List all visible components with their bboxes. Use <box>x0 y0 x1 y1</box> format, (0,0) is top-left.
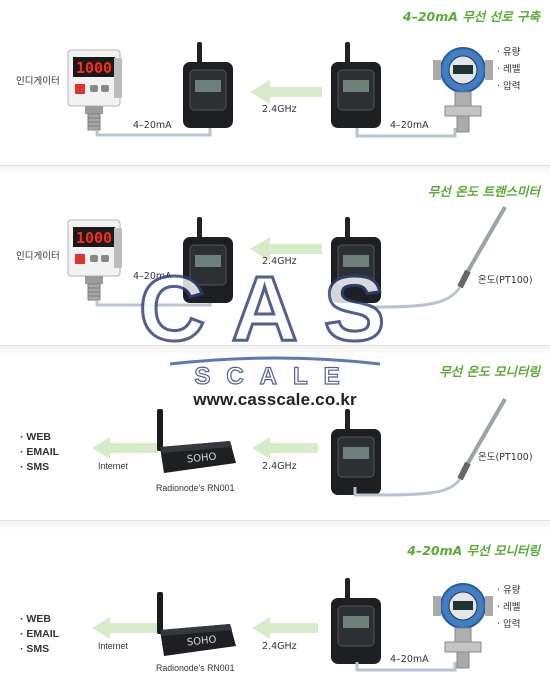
indicator-display-text: 1000 <box>76 59 112 77</box>
internet-label: Internet <box>98 641 128 651</box>
measurement-item: · 레벨 <box>497 64 521 75</box>
service-item: · SMS <box>20 461 50 473</box>
panel-wireless-temperature-monitoring: 무선 온도 모니터링 · WEB · EMAIL · SMS Internet … <box>0 355 550 520</box>
indicator-display-text: 1000 <box>76 229 112 247</box>
watermark-url: www.casscale.co.kr <box>193 390 357 409</box>
arrow-left-icon <box>252 617 318 639</box>
measurement-list: · 유량 · 레벨 · 압력 <box>497 582 521 633</box>
panel-title: 무선 온도 트랜스미터 <box>427 184 540 199</box>
section-divider <box>0 520 550 530</box>
panel-4-20ma-wireless-line: 4–20mA 무선 선로 구축 인디게이터 1000 4–20mA 2.4GHz <box>0 0 550 165</box>
indicator-label: 인디게이터 <box>16 76 60 87</box>
service-item: · EMAIL <box>20 628 60 640</box>
pressure-transmitter-icon <box>433 583 493 669</box>
measurement-item: · 유량 <box>497 47 521 58</box>
section-divider <box>0 165 550 175</box>
panel-4-20ma-wireless-monitoring: 4–20mA 무선 모니터링 · WEB · EMAIL · SMS Inter… <box>0 530 550 678</box>
measurement-item: · 압력 <box>497 619 521 630</box>
sensor-label: 온도(PT100) <box>478 275 533 286</box>
wireless-receiver-icon <box>183 42 233 128</box>
wireless-transmitter-icon <box>331 409 381 495</box>
arrow-left-icon <box>250 237 322 261</box>
gateway-brand-text: SOHO <box>186 451 217 465</box>
gateway-brand-text: SOHO <box>186 634 217 648</box>
indicator-device-icon: 1000 <box>67 219 122 301</box>
measurement-item: · 압력 <box>497 81 521 92</box>
indicator-device-icon: 1000 <box>67 49 122 131</box>
indicator-label: 인디게이터 <box>16 251 60 262</box>
section-divider <box>0 345 550 355</box>
temperature-probe-icon <box>353 397 507 497</box>
link-label-mid: 2.4GHz <box>262 461 297 472</box>
internet-label: Internet <box>98 461 128 471</box>
link-label-mid: 2.4GHz <box>262 104 297 115</box>
service-item: · WEB <box>20 613 51 625</box>
link-label-right: 4–20mA <box>390 120 429 131</box>
measurement-item: · 유량 <box>497 585 521 596</box>
notification-services-list: · WEB · EMAIL · SMS <box>20 612 59 657</box>
wireless-transmitter-icon <box>331 217 381 303</box>
temperature-probe-icon <box>360 205 507 309</box>
wireless-transmitter-icon <box>331 578 381 664</box>
watermark-logo-sub: SCALE <box>194 363 355 390</box>
wireless-receiver-icon <box>183 217 233 303</box>
wireless-transmitter-icon <box>331 42 381 128</box>
measurement-list: · 유량 · 레벨 · 압력 <box>497 44 521 95</box>
arrow-left-icon <box>252 437 318 459</box>
watermark-logo-letters: CAS <box>139 268 411 360</box>
link-label-mid: 2.4GHz <box>262 641 297 652</box>
panel-title: 4–20mA 무선 선로 구축 <box>402 9 540 24</box>
pressure-transmitter-icon <box>433 47 493 133</box>
service-item: · EMAIL <box>20 446 60 458</box>
measurement-item: · 레벨 <box>497 602 521 613</box>
wire-4-20ma-right <box>355 662 457 672</box>
panel-title: 4–20mA 무선 모니터링 <box>407 543 540 558</box>
gateway-label: Radionode's RN001 <box>156 663 235 673</box>
panel-title: 무선 온도 모니터링 <box>439 364 540 379</box>
gateway-rn001-icon: SOHO <box>157 409 236 473</box>
link-label-left: 4–20mA <box>133 120 172 131</box>
cas-scale-watermark-logo: CAS SCALE <box>137 268 411 391</box>
sensor-label: 온도(PT100) <box>478 452 533 463</box>
service-item: · WEB <box>20 431 51 443</box>
link-label-mid: 2.4GHz <box>262 256 297 267</box>
service-item: · SMS <box>20 643 50 655</box>
link-label-left: 4–20mA <box>133 271 172 282</box>
gateway-rn001-icon: SOHO <box>157 592 236 656</box>
arrow-left-icon <box>250 80 322 104</box>
link-label-right: 4–20mA <box>390 654 429 665</box>
wire-4-20ma-left <box>95 128 212 137</box>
arrow-left-icon <box>92 437 158 459</box>
panel-wireless-temperature-transmitter: 무선 온도 트랜스미터 인디게이터 1000 4–20mA 2.4GHz <box>0 175 550 345</box>
notification-services-list: · WEB · EMAIL · SMS <box>20 430 59 475</box>
arrow-left-icon <box>92 617 158 639</box>
wire-4-20ma-right <box>355 128 457 138</box>
gateway-label: Radionode's RN001 <box>156 483 235 493</box>
